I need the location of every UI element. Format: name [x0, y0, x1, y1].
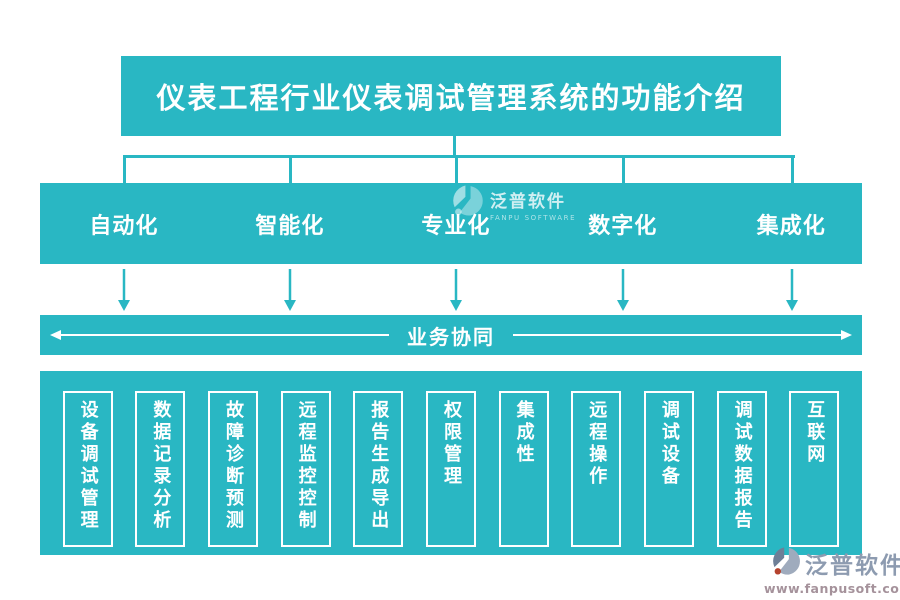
- branch-label-integration: 集成化: [756, 213, 826, 239]
- branch-label-automation: 自动化: [89, 213, 159, 239]
- feature-box-debug-device: 调试设备: [643, 391, 694, 547]
- down-arrow-icon: [115, 269, 133, 315]
- arrowhead-right-icon: [841, 330, 852, 340]
- feature-box-remote-operation: 远程操作: [571, 391, 622, 547]
- feature-box-integratability: 集成性: [498, 391, 549, 547]
- connector-rail: [123, 155, 795, 158]
- footer-brand-name: 泛普软件: [804, 553, 900, 579]
- feature-box-fault-diagnosis: 故障诊断预测: [207, 391, 258, 547]
- down-arrow-icon: [447, 269, 465, 315]
- fanpu-logo-icon: [772, 546, 802, 580]
- connector-drop: [455, 155, 458, 183]
- connector-drop: [791, 155, 794, 183]
- connector-drop: [289, 155, 292, 183]
- arrowhead-left-icon: [50, 330, 61, 340]
- feature-box-debug-data-report: 调试数据报告: [716, 391, 767, 547]
- feature-box-internet: 互联网: [789, 391, 840, 547]
- connector-drop: [622, 155, 625, 183]
- feature-box-report-export: 报告生成导出: [353, 391, 404, 547]
- down-arrow-icon: [281, 269, 299, 315]
- page-title: 仪表工程行业仪表调试管理系统的功能介绍: [156, 81, 746, 115]
- feature-box-data-record-analysis: 数据记录分析: [135, 391, 186, 547]
- down-arrow-icon: [783, 269, 801, 315]
- collaboration-label: 业务协同: [407, 324, 495, 349]
- feature-box-permission-mgmt: 权限管理: [425, 391, 476, 547]
- connector-drop: [123, 155, 126, 183]
- collab-line-right: [513, 334, 841, 336]
- brand-watermark-footer: 泛普软件 www.fanpusoft.com: [764, 546, 900, 596]
- branch-label-specialization: 专业化: [421, 213, 491, 239]
- feature-box-device-debug-mgmt: 设备调试管理: [62, 391, 113, 547]
- collab-line-left: [61, 334, 389, 336]
- features-container: 设备调试管理 数据记录分析 故障诊断预测 远程监控控制 报告生成导出 权限管理 …: [40, 371, 862, 555]
- footer-brand-url: www.fanpusoft.com: [764, 581, 900, 596]
- branch-label-intelligence: 智能化: [255, 213, 325, 239]
- collaboration-bar: 业务协同: [40, 315, 862, 355]
- down-arrow-icon: [614, 269, 632, 315]
- feature-box-remote-monitor-control: 远程监控控制: [280, 391, 331, 547]
- branch-label-digitization: 数字化: [588, 213, 658, 239]
- title-box: 仪表工程行业仪表调试管理系统的功能介绍: [121, 56, 781, 136]
- connector-trunk: [453, 136, 456, 155]
- branch-band: 自动化 智能化 专业化 数字化 集成化: [40, 183, 862, 264]
